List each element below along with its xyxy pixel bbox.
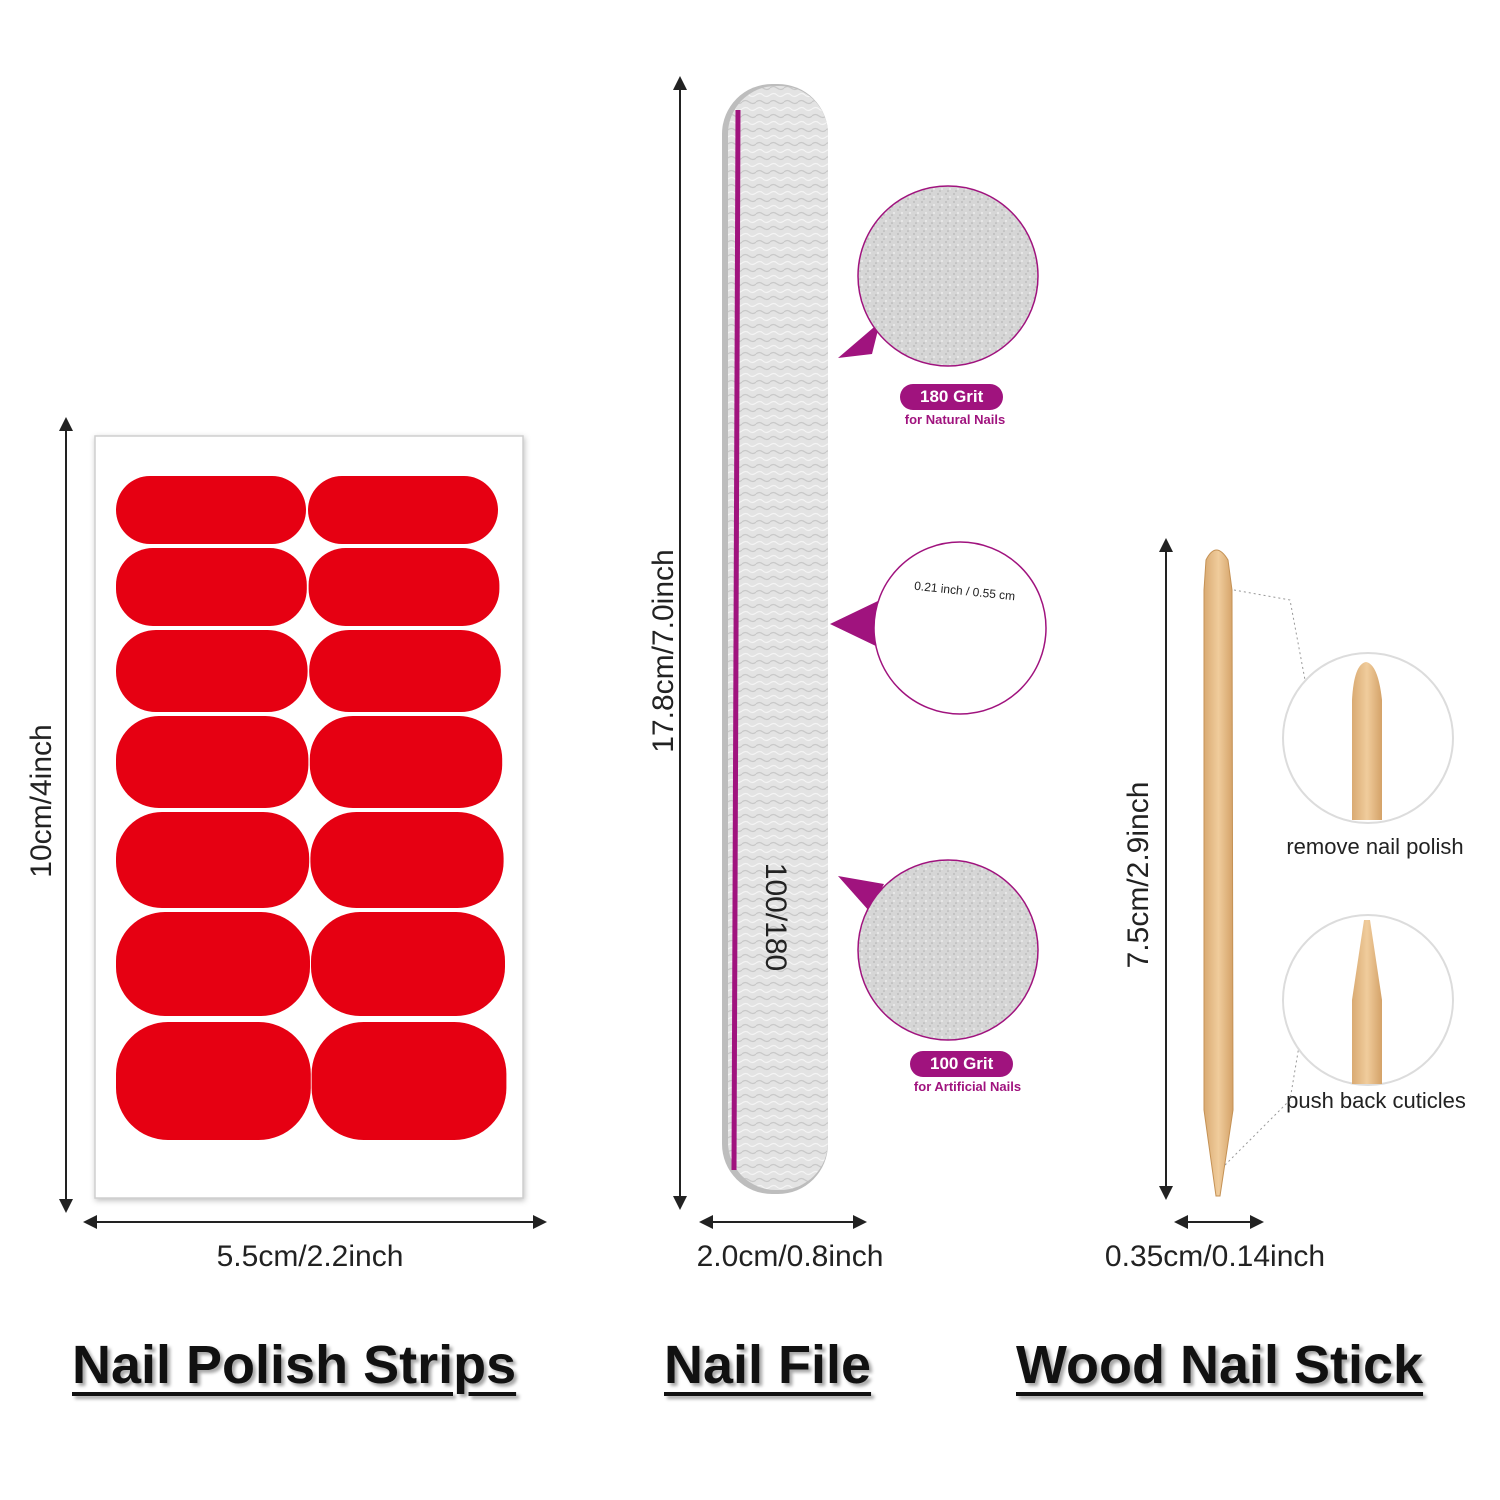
title-wood-nail-stick: Wood Nail Stick bbox=[1016, 1335, 1424, 1395]
grit-100-sub: for Artificial Nails bbox=[913, 1079, 1022, 1094]
nail-strip bbox=[116, 812, 310, 908]
grit-180-callout bbox=[838, 185, 1039, 367]
stick-length-label: 7.5cm/2.9inch bbox=[1122, 781, 1155, 969]
file-thickness-callout bbox=[830, 541, 1047, 715]
grit-180-badge: 180 Grit bbox=[900, 384, 1004, 410]
grit-100-badge: 100 Grit bbox=[910, 1051, 1014, 1077]
nail-strip bbox=[310, 812, 504, 908]
nail-strip bbox=[116, 716, 309, 808]
nail-strip bbox=[309, 630, 501, 712]
nail-strip bbox=[116, 476, 306, 544]
file-grit-print: 100/180 bbox=[759, 862, 792, 972]
nail-strip bbox=[116, 630, 308, 712]
nail-strip bbox=[116, 1022, 311, 1140]
stick-top-callout bbox=[1282, 652, 1454, 824]
nail-strip bbox=[309, 716, 503, 808]
nail-strip bbox=[308, 548, 500, 626]
strips-width-label: 5.5cm/2.2inch bbox=[216, 1240, 404, 1273]
file-width-label: 2.0cm/0.8inch bbox=[696, 1240, 884, 1273]
title-nail-polish-strips: Nail Polish Strips bbox=[72, 1335, 517, 1395]
nail-strips-grid bbox=[116, 476, 507, 1140]
strips-height-label: 10cm/4inch bbox=[25, 724, 58, 878]
title-nail-file: Nail File bbox=[664, 1335, 872, 1395]
nail-strip bbox=[308, 476, 498, 544]
stick-bottom-callout bbox=[1282, 914, 1454, 1086]
nail-strip bbox=[311, 912, 505, 1016]
file-length-label: 17.8cm/7.0inch bbox=[647, 549, 680, 753]
grit-180-sub: for Natural Nails bbox=[904, 412, 1006, 427]
nail-strip bbox=[116, 912, 310, 1016]
wood-nail-stick bbox=[1203, 549, 1234, 1197]
stick-bottom-use-label: push back cuticles bbox=[1286, 1088, 1466, 1113]
stick-width-label: 0.35cm/0.14inch bbox=[1104, 1240, 1326, 1273]
stick-top-use-label: remove nail polish bbox=[1286, 834, 1464, 859]
nail-strip bbox=[116, 548, 307, 626]
grit-100-callout bbox=[838, 859, 1039, 1041]
nail-file bbox=[722, 84, 828, 1194]
nail-strip bbox=[311, 1022, 507, 1140]
